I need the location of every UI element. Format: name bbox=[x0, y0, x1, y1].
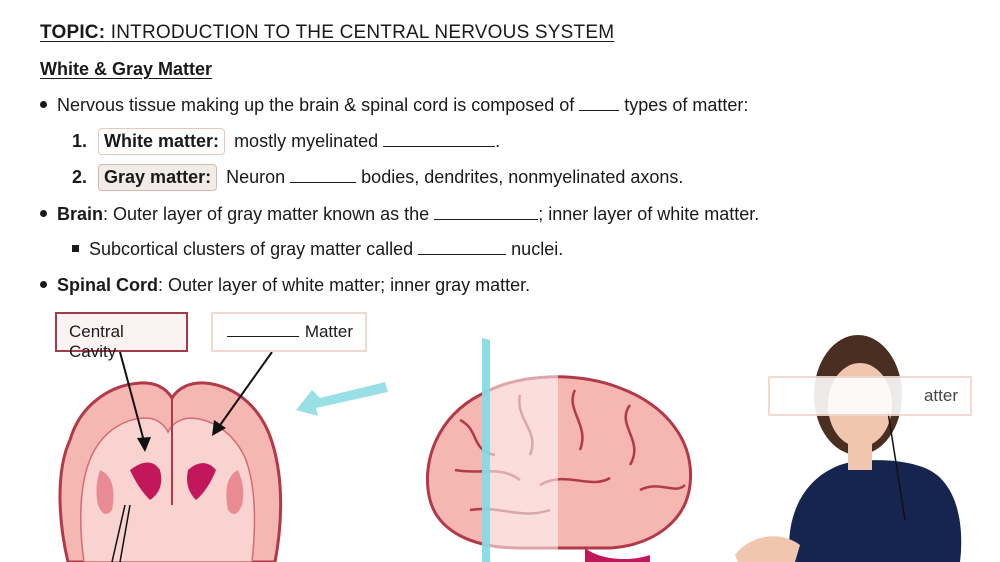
topic-label: TOPIC: bbox=[40, 22, 106, 43]
label-text: Matter bbox=[304, 322, 353, 341]
label-text: Central Cavity bbox=[69, 322, 124, 361]
arrow-head bbox=[137, 437, 151, 452]
blank bbox=[226, 322, 299, 337]
item-end: bodies, dendrites, nonmyelinated axons. bbox=[361, 167, 684, 187]
term-spinal-cord: Spinal Cord bbox=[57, 275, 159, 295]
bullet-icon bbox=[40, 209, 47, 217]
bullet-icon bbox=[40, 280, 47, 288]
line-text-end: ; inner layer of white matter. bbox=[538, 204, 760, 224]
label-central-cavity: Central Cavity bbox=[55, 312, 188, 361]
list-item-gray-matter: 2. Gray matter: Neuron bodies, dendrites… bbox=[72, 164, 683, 191]
blank bbox=[290, 168, 357, 183]
bullet-line-brain: Brain: Outer layer of gray matter known … bbox=[40, 204, 759, 225]
blank bbox=[579, 96, 620, 111]
bullet-icon bbox=[40, 100, 47, 108]
item-end: . bbox=[495, 131, 501, 151]
line-text-end: types of matter: bbox=[624, 95, 749, 115]
item-text: Neuron bbox=[226, 167, 286, 187]
topic-title: INTRODUCTION TO THE CENTRAL NERVOUS SYST… bbox=[110, 22, 615, 43]
item-number: 1. bbox=[72, 131, 88, 151]
teal-arrow-icon bbox=[296, 382, 388, 416]
bullet-line-nervous-tissue: Nervous tissue making up the brain & spi… bbox=[40, 95, 748, 116]
label-text: atter bbox=[923, 386, 958, 405]
line-text: Nervous tissue making up the brain & spi… bbox=[57, 95, 575, 115]
coronal-brain-section bbox=[58, 381, 283, 562]
term-gray-matter: Gray matter: bbox=[98, 164, 218, 191]
blank bbox=[418, 240, 507, 255]
side-brain-illustration bbox=[425, 338, 693, 562]
blank bbox=[383, 132, 496, 147]
term-white-matter: White matter: bbox=[98, 128, 226, 155]
square-bullet-icon bbox=[72, 244, 79, 252]
sub-bullet-subcortical: Subcortical clusters of gray matter call… bbox=[72, 239, 563, 260]
label-blank-matter: Matter bbox=[211, 312, 367, 352]
line-text: : Outer layer of gray matter known as th… bbox=[103, 204, 430, 224]
item-text: mostly myelinated bbox=[234, 131, 379, 151]
blank bbox=[434, 205, 539, 220]
section-title: White & Gray Matter bbox=[40, 59, 213, 79]
term-brain: Brain bbox=[57, 204, 104, 224]
bullet-line-spinal-cord: Spinal Cord: Outer layer of white matter… bbox=[40, 275, 530, 296]
item-number: 2. bbox=[72, 167, 88, 187]
line-text: Subcortical clusters of gray matter call… bbox=[89, 239, 414, 259]
presenter-video bbox=[735, 335, 962, 562]
arrow-head bbox=[212, 420, 226, 436]
line-text-end: nuclei. bbox=[511, 239, 564, 259]
line-text: : Outer layer of white matter; inner gra… bbox=[158, 275, 531, 295]
list-item-white-matter: 1. White matter: mostly myelinated . bbox=[72, 128, 500, 155]
topic-heading: TOPIC: INTRODUCTION TO THE CENTRAL NERVO… bbox=[40, 22, 614, 44]
label-blank-matter-partial: atter bbox=[768, 376, 972, 416]
